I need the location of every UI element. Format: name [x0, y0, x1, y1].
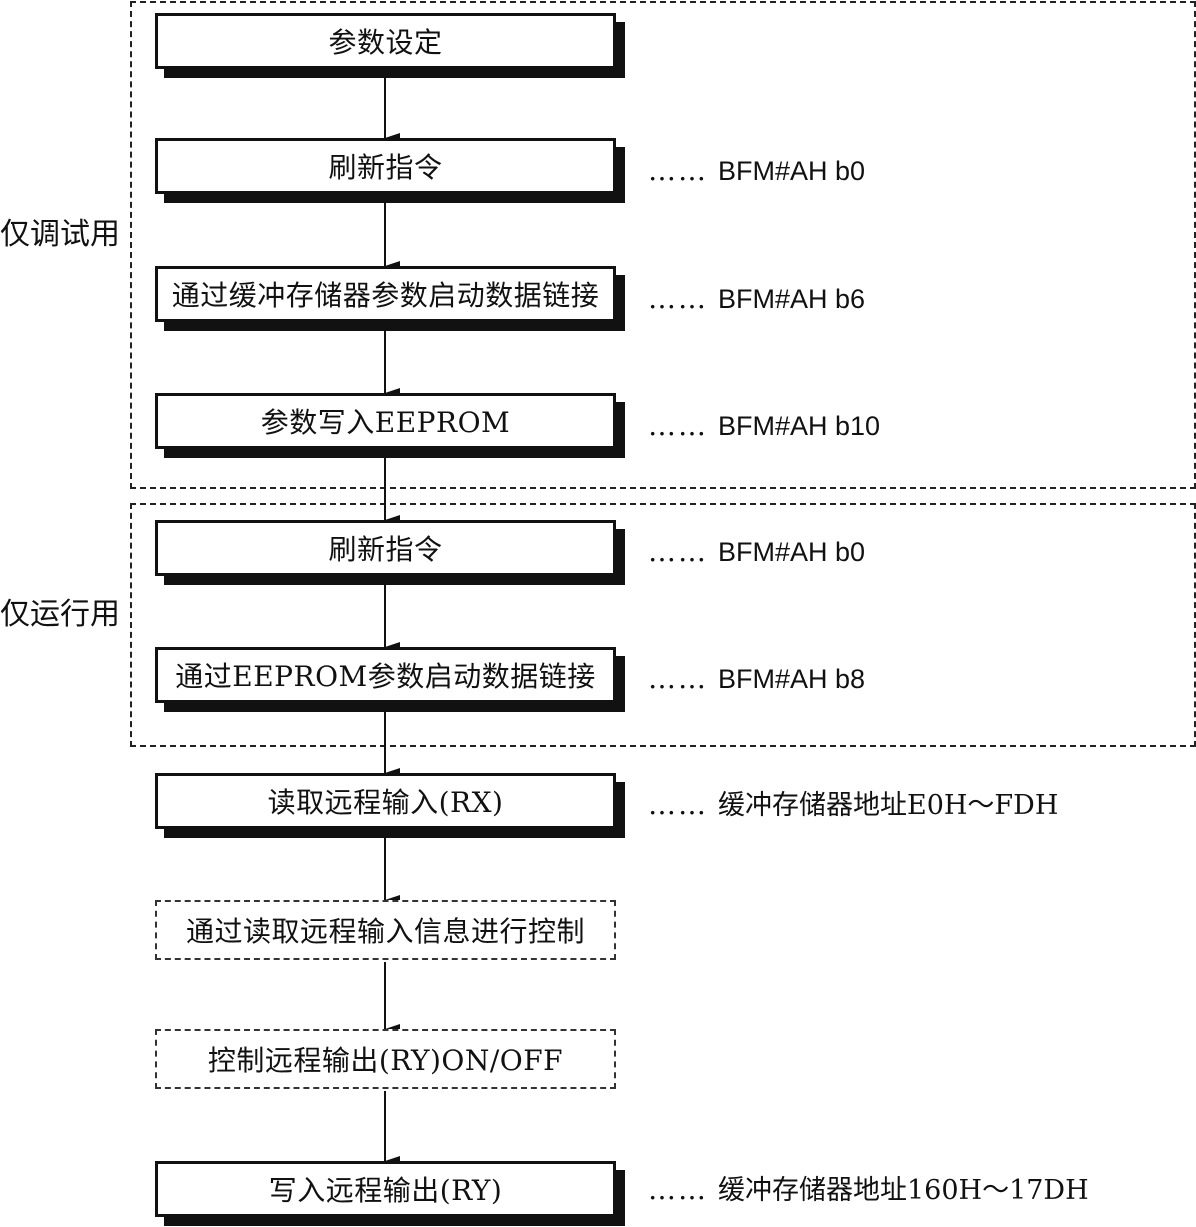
run-only-group-frame [130, 503, 1196, 747]
run-only-label: 仅运行用 [0, 597, 120, 632]
step-parameter-setting: 参数设定 [155, 13, 616, 69]
note-refresh-command-run: …… BFM#AH b0 [648, 536, 865, 568]
note-refresh-command: …… BFM#AH b0 [648, 155, 865, 187]
step-start-link-by-eeprom-params: 通过EEPROM参数启动数据链接 [155, 647, 616, 703]
note-ref: BFM#AH b8 [718, 664, 866, 694]
note-leader: …… [648, 535, 708, 568]
note-ref: 缓冲存储器地址E0H～FDH [718, 790, 1059, 821]
note-start-link-buffer: …… BFM#AH b6 [648, 283, 865, 315]
note-leader: …… [648, 409, 708, 442]
note-ref: 缓冲存储器地址160H～17DH [718, 1175, 1089, 1206]
debug-only-group-frame [130, 1, 1196, 489]
note-ref: BFM#AH b0 [718, 156, 866, 186]
note-leader: …… [648, 282, 708, 315]
step-start-link-by-buffer-params: 通过缓冲存储器参数启动数据链接 [155, 266, 616, 322]
debug-only-label: 仅调试用 [0, 217, 120, 252]
note-ref: BFM#AH b6 [718, 284, 866, 314]
step-control-remote-output: 控制远程输出(RY)ON/OFF [155, 1029, 616, 1089]
step-refresh-command-run: 刷新指令 [155, 520, 616, 576]
note-start-link-eeprom: …… BFM#AH b8 [648, 663, 865, 695]
note-write-remote-output: …… 缓冲存储器地址160H～17DH [648, 1174, 1089, 1207]
step-refresh-command: 刷新指令 [155, 138, 616, 194]
note-ref: BFM#AH b10 [718, 411, 881, 441]
note-leader: …… [648, 788, 708, 821]
note-leader: …… [648, 154, 708, 187]
step-read-remote-input: 读取远程输入(RX) [155, 773, 616, 829]
note-write-eeprom: …… BFM#AH b10 [648, 410, 880, 442]
step-control-by-remote-input: 通过读取远程输入信息进行控制 [155, 900, 616, 960]
note-leader: …… [648, 1173, 708, 1206]
step-write-params-eeprom: 参数写入EEPROM [155, 393, 616, 449]
note-read-remote-input: …… 缓冲存储器地址E0H～FDH [648, 789, 1058, 822]
note-leader: …… [648, 662, 708, 695]
note-ref: BFM#AH b0 [718, 537, 866, 567]
step-write-remote-output: 写入远程输出(RY) [155, 1161, 616, 1217]
